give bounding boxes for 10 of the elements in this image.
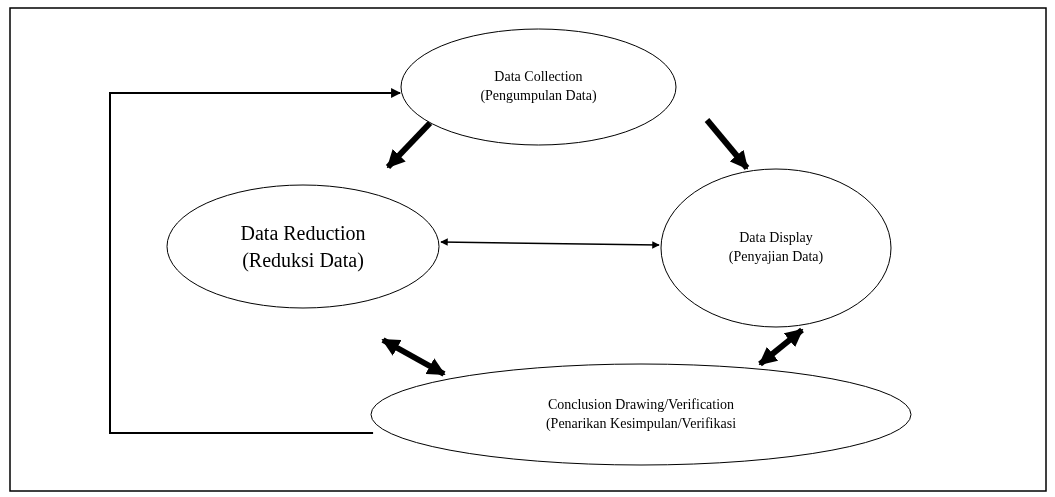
node-label: Data Reduction (Reduksi Data) xyxy=(239,220,367,274)
arrow xyxy=(381,337,446,377)
arrow xyxy=(758,327,804,367)
arrow xyxy=(704,118,750,170)
arrow xyxy=(109,88,402,434)
node-label: Data Collection (Pengumpulan Data) xyxy=(479,68,598,105)
node-label: Conclusion Drawing/Verification (Penarikan Kesimpulan/Verifikasi xyxy=(544,395,738,433)
arrow xyxy=(440,238,660,249)
arrow xyxy=(385,120,433,170)
node-label: Data Display (Penyajian Data) xyxy=(727,229,825,266)
